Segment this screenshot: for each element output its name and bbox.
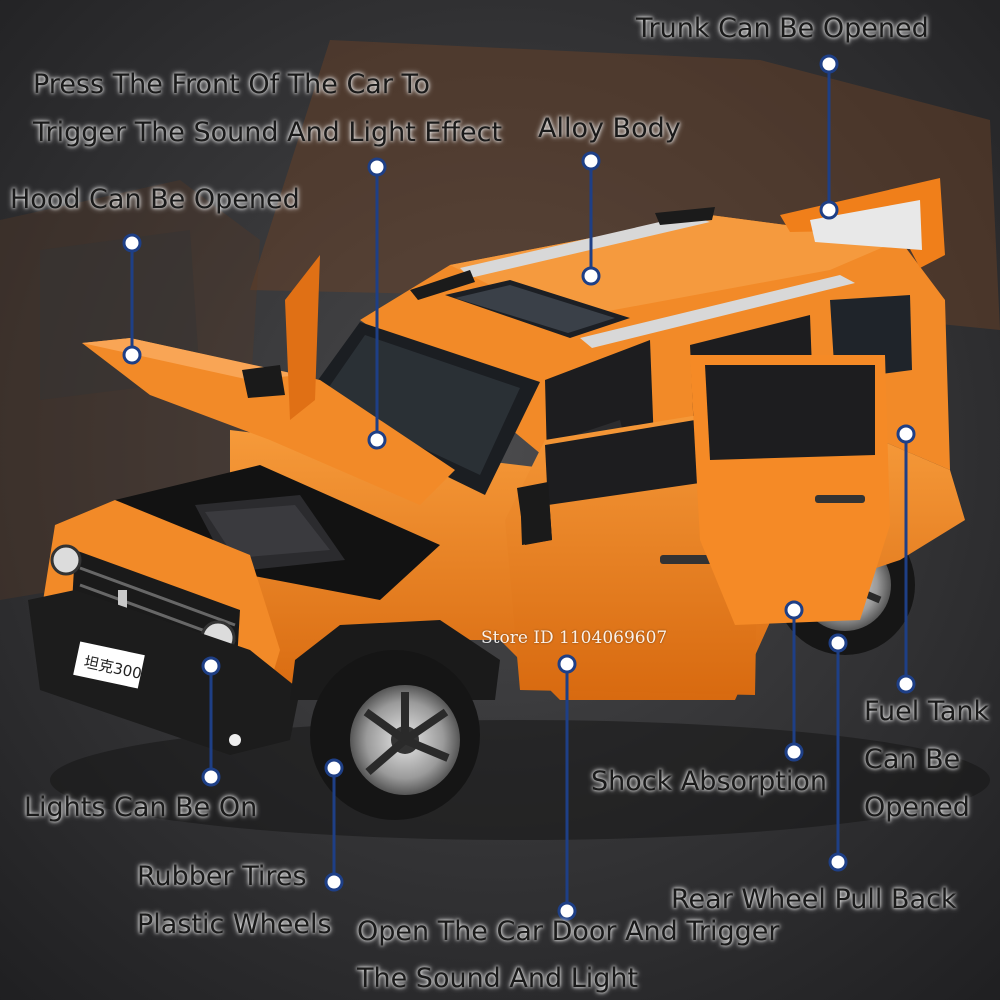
callout-fuel-tank-line2: Can Be [864,744,961,775]
pointer-dot-fuel-end [896,424,916,444]
pointer-dot-hood [122,233,142,253]
callout-trunk: Trunk Can Be Opened [636,13,929,44]
pointer-dot-tires-end [324,758,344,778]
pointer-dot-lights-end [201,656,221,676]
pointer-dot-front-press [367,157,387,177]
pointer-dot-fuel [896,674,916,694]
pointer-dot-door-end [557,654,577,674]
pointer-lines [130,64,908,911]
callout-fuel-tank-line1: Fuel Tank [864,696,990,727]
callout-alloy-body: Alloy Body [538,113,681,144]
pointer-dot-rear-wheel-end [828,633,848,653]
callout-lights: Lights Can Be On [24,792,258,823]
pointer-dot-rear-wheel [828,852,848,872]
open-hood [82,338,455,505]
pointer-dot-trunk-end [819,200,839,220]
pointer-dot-lights [201,767,221,787]
pointer-dot-shock [784,742,804,762]
pointer-dot-shock-end [784,600,804,620]
pointer-dot-trunk [819,54,839,74]
headlight-left [50,544,82,576]
callout-rear-wheel: Rear Wheel Pull Back [671,884,957,915]
callout-hood: Hood Can Be Opened [10,184,300,215]
store-watermark: Store ID 1104069607 [481,628,668,648]
pointer-dot-front-press-end [367,430,387,450]
callout-fuel-tank-line3: Opened [864,792,970,823]
callout-press-front-line2: Trigger The Sound And Light Effect [33,117,503,148]
callout-rubber-tires: Rubber Tires [137,861,307,892]
callout-press-front-line1: Press The Front Of The Car To [33,69,430,100]
pointer-dot-hood-end [122,345,142,365]
callout-open-door-line1: Open The Car Door And Trigger [357,916,780,947]
pointer-dot-door [557,901,577,921]
callout-plastic-wheels: Plastic Wheels [137,909,332,940]
callout-open-door-line2: The Sound And Light [357,963,639,994]
pointer-dot-tires [324,872,344,892]
front-wheel [310,650,480,820]
callout-shock-absorption: Shock Absorption [591,766,827,797]
pointer-dot-alloy-end [581,266,601,286]
pointer-dot-alloy [581,151,601,171]
